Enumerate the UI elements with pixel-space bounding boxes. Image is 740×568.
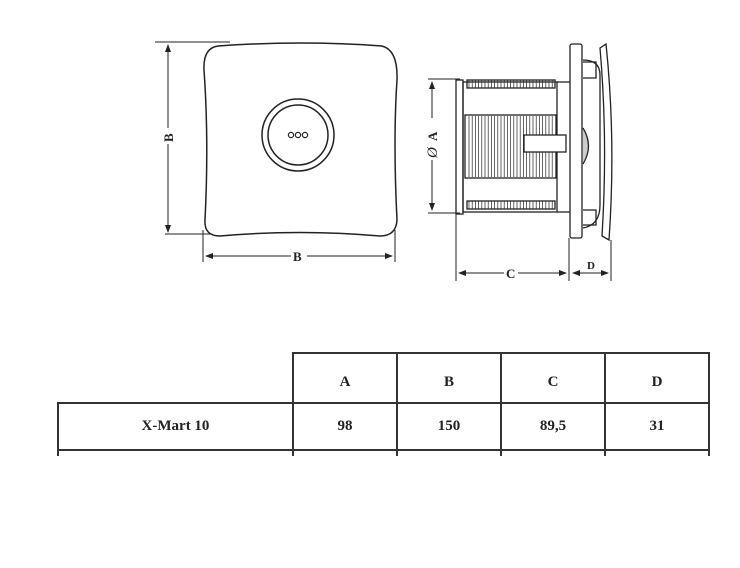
dimension-d (572, 240, 612, 281)
value-c: 89,5 (539, 418, 567, 434)
side-view (428, 42, 613, 281)
hub (582, 127, 590, 165)
value-d: 31 (649, 418, 665, 434)
motor-shaft (523, 134, 567, 153)
header-c: C (547, 373, 559, 390)
button-ring-outer (261, 98, 335, 172)
mounting-plate (569, 43, 583, 239)
header-b: B (443, 373, 454, 390)
label-d: D (587, 260, 595, 272)
front-panel (203, 42, 398, 237)
front-view (155, 41, 398, 262)
label-b-vertical: B (161, 133, 176, 142)
fins-top (466, 79, 556, 210)
grille-cover (599, 42, 613, 242)
header-a: A (339, 373, 351, 390)
duct-flange (455, 79, 464, 215)
label-c: C (506, 266, 515, 281)
value-b: 150 (437, 418, 461, 434)
button-ring-inner (267, 104, 329, 166)
header-d: D (651, 373, 663, 390)
value-a: 98 (337, 418, 353, 434)
label-a: A (425, 131, 440, 141)
row-model: X-Mart 10 (141, 418, 210, 434)
button-dots-icon (287, 131, 309, 139)
diameter-symbol: Ø (425, 146, 441, 159)
label-b-horizontal: B (293, 249, 302, 264)
